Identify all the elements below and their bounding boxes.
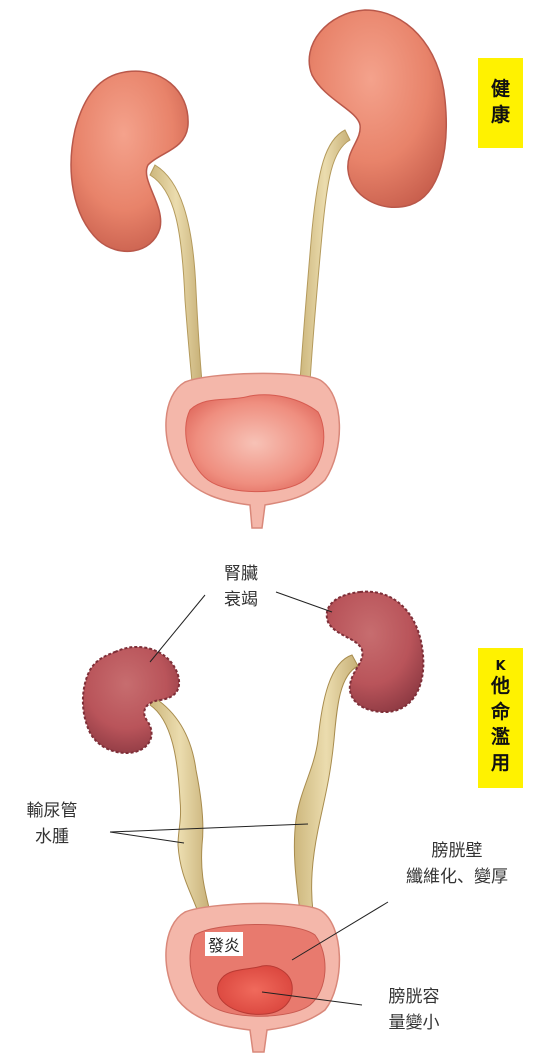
healthy-bladder-lining: [186, 395, 324, 492]
ureter-edema-leader-left: [110, 832, 184, 843]
ketamine-abuse-tag: K 他 命 濫 用: [478, 648, 523, 788]
healthy-right-ureter: [300, 130, 350, 382]
kidney-failure-leader-right: [276, 592, 332, 612]
damaged-right-ureter: [294, 655, 358, 912]
damaged-right-kidney: [327, 592, 424, 712]
damaged-urinary-system: [83, 592, 423, 1052]
damaged-left-kidney: [83, 647, 179, 753]
kidney-failure-label: 腎臟 衰竭: [205, 561, 277, 614]
ketamine-tag-line-3: 濫: [491, 725, 510, 751]
ureter-edema-line-2: 水腫: [12, 824, 92, 850]
healthy-tag: 健 康: [478, 58, 523, 148]
ketamine-tag-line-1: 他: [491, 674, 510, 700]
healthy-tag-line-1: 健: [491, 77, 510, 103]
bladder-capacity-line-1: 膀胱容: [368, 984, 460, 1010]
bladder-wall-line-1: 膀胱壁: [388, 838, 526, 864]
healthy-urinary-system: [71, 10, 446, 528]
inflammation-label: 發炎: [205, 932, 243, 956]
bladder-capacity-label: 膀胱容 量變小: [368, 984, 460, 1037]
ketamine-tag-line-4: 用: [491, 751, 510, 777]
ureter-edema-label: 輸尿管 水腫: [12, 798, 92, 851]
damaged-left-ureter: [150, 698, 210, 912]
healthy-left-kidney: [71, 71, 188, 251]
ketamine-tag-line-2: 命: [491, 700, 510, 726]
ureter-edema-leader-right: [110, 824, 308, 832]
ketamine-tag-prefix: K: [495, 660, 505, 674]
bladder-capacity-line-2: 量變小: [368, 1010, 460, 1036]
bladder-wall-line-2: 纖維化、變厚: [388, 864, 526, 890]
bladder-wall-label: 膀胱壁 纖維化、變厚: [388, 838, 526, 891]
kidney-failure-line-1: 腎臟: [205, 561, 277, 587]
healthy-left-ureter: [150, 165, 202, 382]
kidney-failure-line-2: 衰竭: [205, 587, 277, 613]
kidney-failure-leader-left: [150, 595, 205, 662]
healthy-tag-line-2: 康: [491, 103, 510, 129]
ureter-edema-line-1: 輸尿管: [12, 798, 92, 824]
